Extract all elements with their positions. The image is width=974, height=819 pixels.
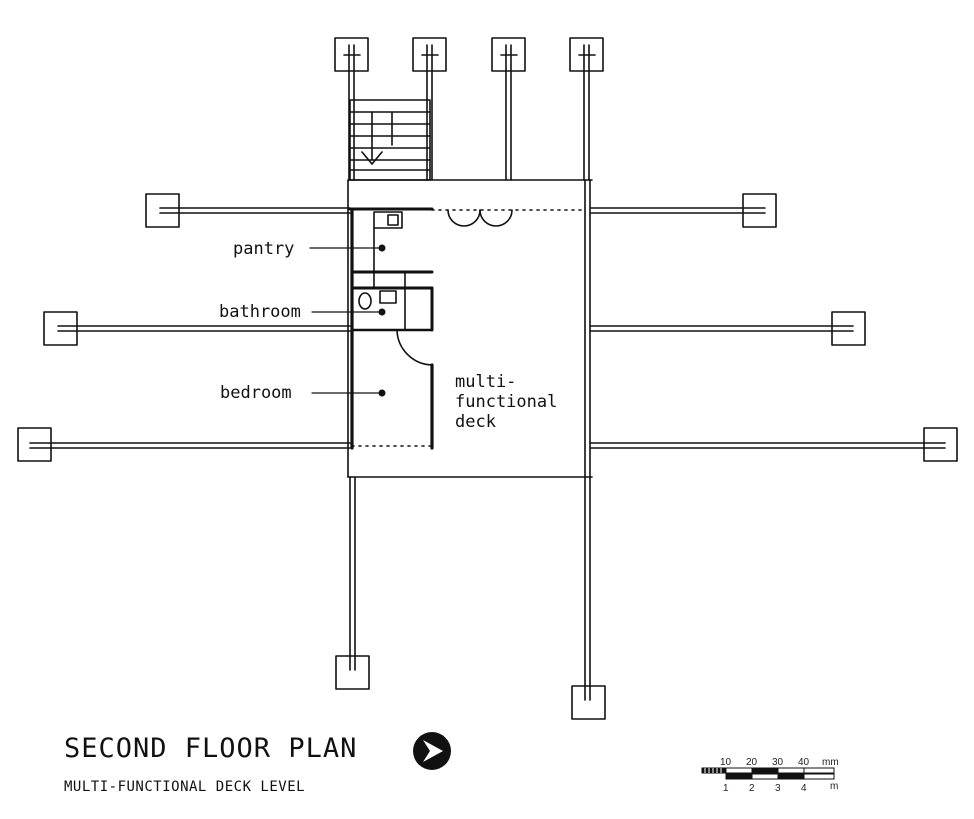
north-arrow-icon bbox=[413, 732, 451, 770]
label-deck-line1: multi- bbox=[455, 372, 516, 392]
plan-subtitle: MULTI-FUNCTIONAL DECK LEVEL bbox=[64, 779, 305, 795]
leader-dot bbox=[378, 389, 386, 397]
basin-icon bbox=[379, 290, 397, 304]
toilet-icon bbox=[358, 292, 372, 310]
leader-lines bbox=[309, 247, 383, 394]
footing-box bbox=[491, 37, 526, 72]
footing-box bbox=[742, 193, 777, 228]
door-swing bbox=[396, 329, 433, 366]
leader-dot bbox=[378, 308, 386, 316]
stair-arrow-icon bbox=[361, 151, 383, 165]
scale-mm-10: 10 bbox=[720, 757, 732, 768]
bottom-footings bbox=[335, 476, 606, 720]
footing-box bbox=[831, 311, 866, 346]
top-footings bbox=[334, 37, 604, 181]
footing-box bbox=[923, 427, 958, 462]
label-deck-line3: deck bbox=[455, 412, 496, 432]
label-deck-line2: functional bbox=[455, 392, 557, 412]
label-pantry: pantry bbox=[233, 239, 294, 259]
scale-m-unit: m bbox=[830, 781, 838, 792]
interior-walls bbox=[348, 207, 586, 450]
scale-m-2: 2 bbox=[749, 783, 755, 794]
label-bathroom: bathroom bbox=[219, 302, 301, 322]
footing-box bbox=[43, 311, 78, 346]
stair bbox=[349, 99, 431, 181]
label-bedroom: bedroom bbox=[220, 383, 292, 403]
footing-box bbox=[334, 37, 369, 72]
plan-title: SECOND FLOOR PLAN bbox=[64, 733, 357, 764]
leader-dot bbox=[378, 244, 386, 252]
scale-mm-40: 40 bbox=[798, 757, 810, 768]
side-beams bbox=[17, 193, 958, 462]
door-swing bbox=[447, 209, 481, 227]
footing-box bbox=[17, 427, 52, 462]
scale-m-3: 3 bbox=[775, 783, 781, 794]
footing-box bbox=[569, 37, 604, 72]
footing-box bbox=[571, 685, 606, 720]
scale-m-1: 1 bbox=[723, 783, 729, 794]
scale-bar: 10 20 30 40 mm 1 2 3 4 m bbox=[701, 757, 839, 794]
deck-outline bbox=[347, 179, 593, 478]
scale-mm-30: 30 bbox=[772, 757, 784, 768]
footing-box bbox=[145, 193, 180, 228]
scale-m-4: 4 bbox=[801, 783, 807, 794]
door-swing bbox=[479, 209, 513, 227]
scale-mm-unit: mm bbox=[822, 757, 839, 768]
footing-box bbox=[412, 37, 447, 72]
scale-mm-20: 20 bbox=[746, 757, 758, 768]
sink-icon bbox=[373, 211, 403, 229]
footing-box bbox=[335, 655, 370, 690]
